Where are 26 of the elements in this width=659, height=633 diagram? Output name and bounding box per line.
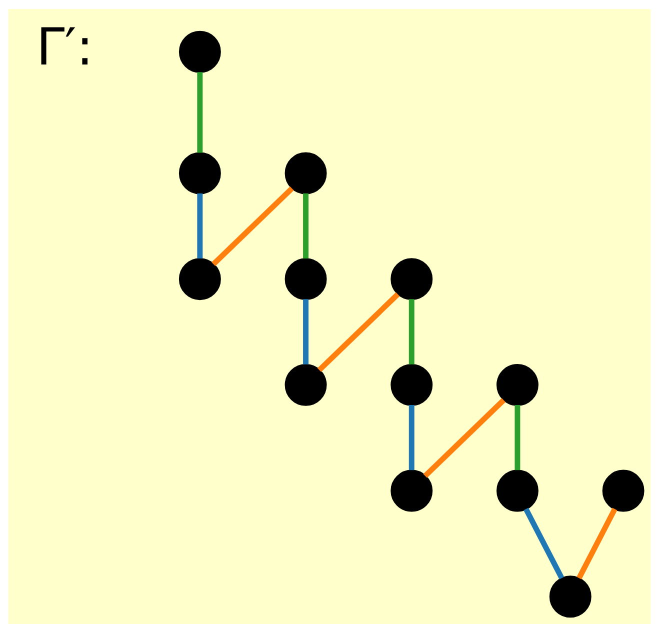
- node-circle: [284, 152, 327, 194]
- node-circle: [178, 258, 221, 300]
- connector: [514, 405, 520, 470]
- connector: [524, 508, 564, 580]
- connector: [197, 193, 203, 258]
- node-circle: [602, 470, 644, 512]
- node-circle: [390, 470, 433, 512]
- node-circle: [390, 364, 433, 406]
- connector: [303, 193, 309, 258]
- label: Γ′:: [36, 18, 94, 78]
- node-circle: [496, 470, 538, 512]
- node-circle: [284, 364, 327, 406]
- node-circle: [496, 364, 538, 406]
- connector: [317, 292, 400, 372]
- node-circle: [549, 576, 592, 618]
- connector: [408, 299, 414, 364]
- connector: [303, 299, 309, 364]
- connector: [423, 398, 506, 478]
- node-circle: [390, 258, 433, 300]
- connector: [576, 508, 618, 580]
- node-circle: [178, 152, 221, 194]
- node-circle: [178, 30, 221, 73]
- connector: [212, 186, 294, 266]
- node-circle: [284, 258, 327, 300]
- connector: [197, 72, 203, 153]
- connector: [408, 405, 414, 470]
